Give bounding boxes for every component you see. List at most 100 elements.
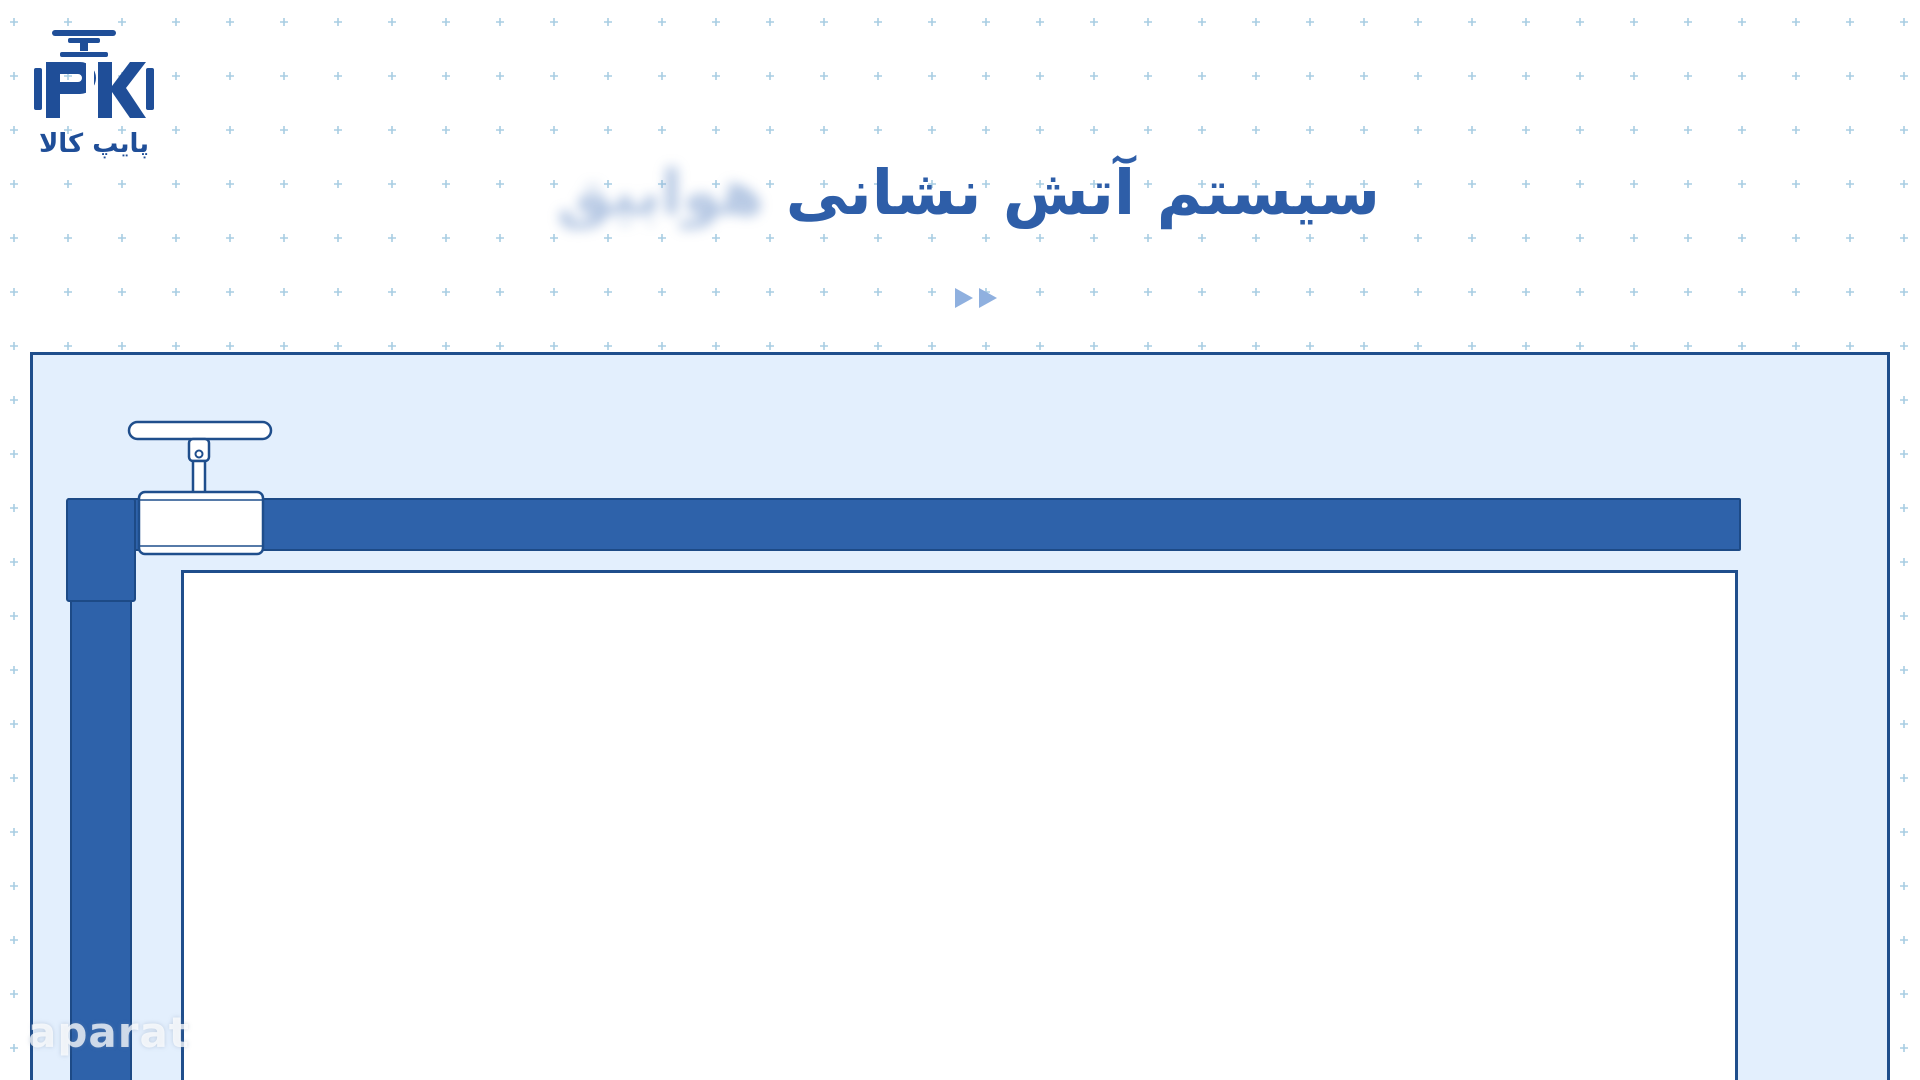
grid-plus-mark [10, 882, 18, 890]
horizontal-pipe [67, 498, 1741, 551]
grid-plus-mark [1198, 234, 1206, 242]
grid-plus-mark [928, 342, 936, 350]
grid-plus-mark [10, 234, 18, 242]
grid-plus-mark [1846, 180, 1854, 188]
grid-plus-mark [1522, 288, 1530, 296]
grid-plus-mark [1630, 180, 1638, 188]
grid-plus-mark [1576, 234, 1584, 242]
grid-plus-mark [604, 234, 612, 242]
grid-plus-mark [1900, 504, 1908, 512]
grid-plus-mark [10, 666, 18, 674]
grid-plus-mark [1684, 18, 1692, 26]
grid-plus-mark [1792, 72, 1800, 80]
grid-plus-mark [1738, 342, 1746, 350]
grid-plus-mark [1036, 342, 1044, 350]
grid-plus-mark [1414, 72, 1422, 80]
grid-plus-mark [982, 342, 990, 350]
grid-plus-mark [1414, 126, 1422, 134]
grid-plus-mark [1252, 288, 1260, 296]
grid-plus-mark [1576, 180, 1584, 188]
grid-plus-mark [118, 180, 126, 188]
grid-plus-mark [334, 180, 342, 188]
grid-plus-mark [1738, 18, 1746, 26]
grid-plus-mark [10, 72, 18, 80]
grid-plus-mark [658, 72, 666, 80]
grid-plus-mark [1900, 558, 1908, 566]
grid-plus-mark [1792, 18, 1800, 26]
grid-plus-mark [1306, 234, 1314, 242]
grid-plus-mark [766, 234, 774, 242]
grid-plus-mark [1414, 288, 1422, 296]
grid-plus-mark [604, 180, 612, 188]
grid-plus-mark [1846, 234, 1854, 242]
grid-plus-mark [1900, 180, 1908, 188]
grid-plus-mark [10, 18, 18, 26]
grid-plus-mark [1630, 288, 1638, 296]
grid-plus-mark [766, 180, 774, 188]
grid-plus-mark [334, 288, 342, 296]
grid-plus-mark [1630, 18, 1638, 26]
grid-plus-mark [64, 342, 72, 350]
grid-plus-mark [388, 234, 396, 242]
grid-plus-mark [1468, 234, 1476, 242]
grid-plus-mark [1306, 126, 1314, 134]
grid-plus-mark [496, 180, 504, 188]
grid-plus-mark [10, 774, 18, 782]
grid-plus-mark [658, 342, 666, 350]
grid-plus-mark [1252, 342, 1260, 350]
grid-plus-mark [874, 288, 882, 296]
grid-plus-mark [1900, 72, 1908, 80]
grid-plus-mark [1522, 72, 1530, 80]
grid-plus-mark [1792, 126, 1800, 134]
grid-plus-mark [928, 288, 936, 296]
grid-plus-mark [1684, 234, 1692, 242]
grid-plus-mark [496, 288, 504, 296]
grid-plus-mark [442, 180, 450, 188]
grid-plus-mark [1144, 126, 1152, 134]
grid-plus-mark [1792, 234, 1800, 242]
grid-plus-mark [1684, 180, 1692, 188]
grid-plus-mark [1738, 288, 1746, 296]
grid-plus-mark [1468, 342, 1476, 350]
grid-plus-mark [1090, 342, 1098, 350]
grid-plus-mark [1414, 18, 1422, 26]
grid-plus-mark [442, 72, 450, 80]
grid-plus-mark [874, 126, 882, 134]
grid-plus-mark [1468, 72, 1476, 80]
grid-plus-mark [496, 18, 504, 26]
grid-plus-mark [226, 288, 234, 296]
grid-plus-mark [280, 234, 288, 242]
grid-plus-mark [1090, 72, 1098, 80]
grid-plus-mark [1792, 180, 1800, 188]
grid-plus-mark [1468, 18, 1476, 26]
grid-plus-mark [658, 288, 666, 296]
grid-plus-mark [1306, 180, 1314, 188]
grid-plus-mark [1198, 126, 1206, 134]
grid-plus-mark [550, 126, 558, 134]
grid-plus-mark [820, 18, 828, 26]
grid-plus-mark [1576, 126, 1584, 134]
grid-plus-mark [118, 288, 126, 296]
grid-plus-mark [334, 234, 342, 242]
grid-plus-mark [10, 396, 18, 404]
grid-plus-mark [820, 342, 828, 350]
grid-plus-mark [1414, 342, 1422, 350]
grid-plus-mark [550, 72, 558, 80]
grid-plus-mark [1090, 234, 1098, 242]
grid-plus-mark [172, 126, 180, 134]
grid-plus-mark [226, 72, 234, 80]
grid-plus-mark [1846, 288, 1854, 296]
grid-plus-mark [1900, 666, 1908, 674]
grid-plus-mark [820, 126, 828, 134]
title-main: سیستم آتش نشانی [785, 156, 1380, 229]
grid-plus-mark [1792, 342, 1800, 350]
grid-plus-mark [1846, 18, 1854, 26]
grid-plus-mark [10, 288, 18, 296]
grid-plus-mark [442, 126, 450, 134]
grid-plus-mark [172, 18, 180, 26]
grid-plus-mark [280, 342, 288, 350]
grid-plus-mark [1414, 234, 1422, 242]
grid-plus-mark [226, 18, 234, 26]
grid-plus-mark [10, 720, 18, 728]
grid-plus-mark [172, 288, 180, 296]
